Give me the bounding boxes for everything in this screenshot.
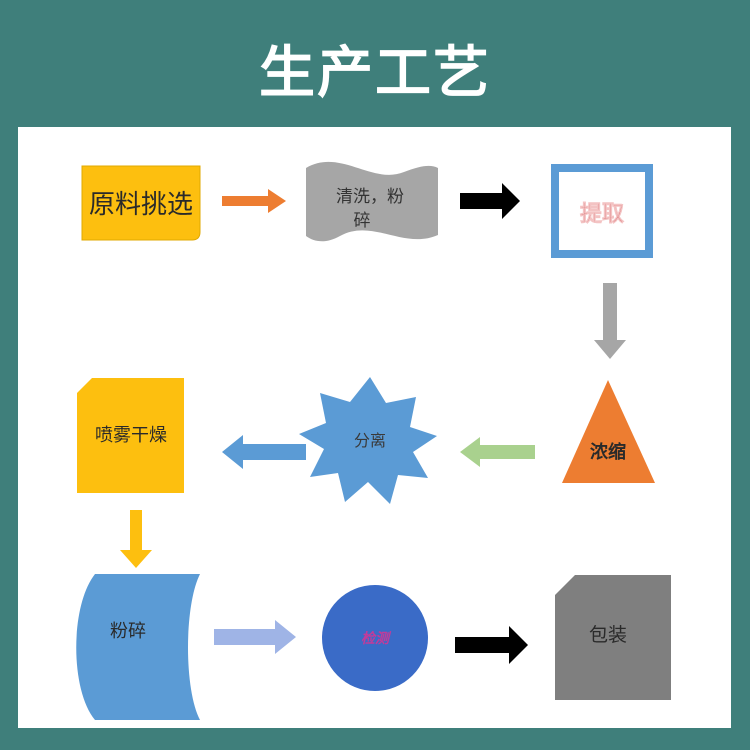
- arrow-crush-to-inspect: [214, 620, 296, 654]
- arrow-extract-to-concentrate: [594, 283, 626, 359]
- step-inspect-shape: [322, 585, 428, 691]
- step-wash-label-line1: 清洗，粉: [336, 187, 404, 207]
- step-extract-label: 提取: [580, 201, 624, 227]
- step-spray-dry-shape: [77, 378, 184, 493]
- arrow-separate-to-spray: [222, 435, 306, 469]
- step-inspect-label: 检测: [361, 630, 392, 647]
- arrow-select-to-wash: [222, 189, 286, 213]
- step-extract: 提取: [551, 164, 653, 258]
- step-extract-inner: [559, 172, 645, 250]
- arrow-wash-to-extract: [460, 183, 520, 219]
- step-concentrate-shape: [562, 380, 655, 483]
- step-select-label: 原料挑选: [89, 190, 193, 220]
- step-spray-dry: 喷雾干燥: [77, 378, 184, 493]
- step-select: 原料挑选: [81, 165, 201, 241]
- step-separate: 分离: [299, 377, 437, 504]
- step-concentrate-label: 浓缩: [590, 441, 626, 463]
- step-package-label: 包装: [589, 624, 627, 646]
- step-separate-label: 分离: [354, 431, 386, 450]
- step-package: 包装: [555, 575, 671, 700]
- step-inspect: 检测: [322, 585, 428, 691]
- step-concentrate: 浓缩: [562, 380, 655, 483]
- step-wash-label-line2: 碎: [354, 211, 371, 231]
- step-crush-label: 粉碎: [110, 621, 146, 642]
- step-spray-dry-label: 喷雾干燥: [95, 425, 167, 446]
- arrow-inspect-to-package: [455, 626, 528, 664]
- step-wash: 清洗，粉 碎: [306, 161, 438, 242]
- step-wash-shape: [306, 161, 438, 242]
- step-select-shape: [81, 165, 201, 241]
- step-crush-shape: [76, 574, 200, 720]
- page-title: 生产工艺: [259, 41, 491, 106]
- step-crush: 粉碎: [76, 574, 200, 720]
- step-separate-shape: [299, 377, 437, 504]
- arrow-concentrate-to-separate: [460, 437, 535, 467]
- arrow-spray-to-crush: [120, 510, 152, 568]
- step-package-shape: [555, 575, 671, 700]
